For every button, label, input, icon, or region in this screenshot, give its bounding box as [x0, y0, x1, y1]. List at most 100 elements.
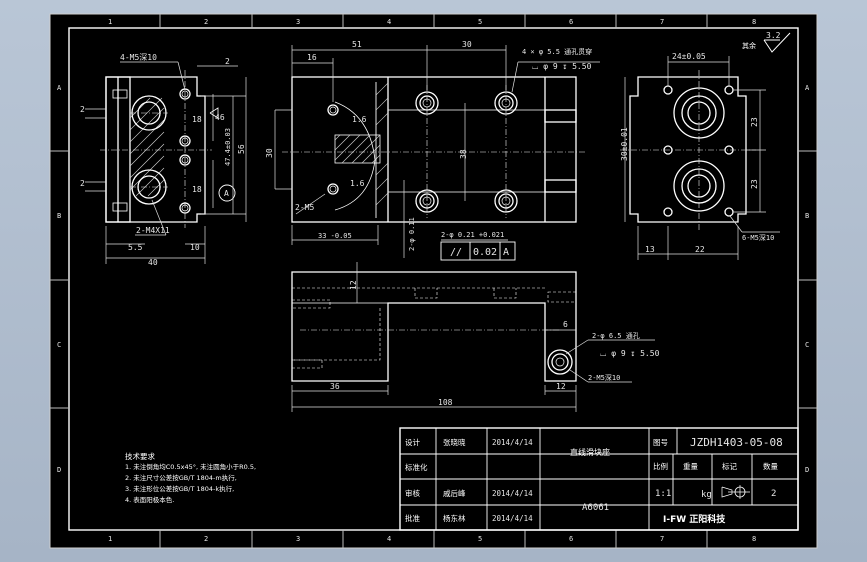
- tb-mark-label: 标记: [722, 461, 737, 471]
- notes-line-1: 1. 未注倒角均C0.5x45°, 未注圆角小于R0.5,: [125, 462, 256, 471]
- zone-top-1: 1: [108, 18, 112, 26]
- tb-row1-date: 2014/4/14: [492, 438, 533, 447]
- dim-6: 6: [563, 320, 568, 329]
- zone-top-7: 7: [660, 18, 664, 26]
- dim-hole-note: 4 × φ 5.5 通孔贯穿: [522, 47, 592, 56]
- zone-top-4: 4: [387, 18, 391, 26]
- dim-1-6-b: 1.6: [350, 179, 365, 188]
- tb-row2-label: 标准化: [405, 462, 428, 472]
- dim-2m5-bottom: 2-M5深10: [588, 373, 620, 382]
- tb-drawing-no-label: 图号: [653, 438, 668, 447]
- dim-40: 40: [148, 258, 158, 267]
- tb-material: A6061: [582, 503, 609, 513]
- tb-company: I-FW 正阳科技: [663, 513, 726, 525]
- right-view-dims: 24±0.05 30±0.01 23 23 13 22 6-M5深10: [620, 52, 774, 254]
- tol-value: 0.02: [473, 247, 497, 258]
- zone-top-3: 3: [296, 18, 300, 26]
- dim-6m5: 6-M5深10: [742, 233, 774, 242]
- dim-cbore-front: ⌴ φ 9 ↧ 5.50: [532, 62, 592, 71]
- dim-5-5: 5.5: [128, 243, 143, 252]
- tb-scale-label: 比例: [653, 461, 668, 471]
- tb-row3-name: 戚后峰: [443, 488, 466, 498]
- notes-line-3: 3. 未注形位公差按GB/T 1804-k执行,: [125, 484, 234, 493]
- datum-a-label: A: [224, 189, 229, 198]
- tb-drawing-no: JZDH1403-05-08: [690, 436, 783, 449]
- zone-right-a: A: [805, 84, 810, 92]
- zone-top-6: 6: [569, 18, 573, 26]
- zone-top-2: 2: [204, 18, 208, 26]
- zone-right-c: C: [805, 341, 809, 349]
- dim-23-b: 23: [750, 179, 759, 189]
- zone-bottom-1: 1: [108, 535, 112, 543]
- roughness-symbol: 3.2 其余: [742, 31, 791, 53]
- zone-right-b: B: [805, 212, 809, 220]
- notes-line-4: 4. 表面阳极本色.: [125, 495, 174, 504]
- dim-cbore-bottom: ⌴ φ 9 ↧ 5.50: [600, 349, 660, 358]
- dim-30-top: 30: [462, 40, 472, 49]
- zone-left-b: B: [57, 212, 61, 220]
- dim-46: 46: [215, 113, 225, 122]
- zone-labels: 1 2 3 4 5 6 7 8 1 2 3 4 5 6 7 8 A B C D …: [57, 18, 810, 543]
- dim-2-011: 2-φ 0.11: [408, 217, 416, 251]
- left-view-dims: 4-M5深10 2 2 2 18 18 46 47.4±0.03 56 A 2-…: [80, 53, 246, 267]
- title-block: [399, 427, 799, 531]
- dim-2-65: 2-φ 6.5 通孔: [592, 331, 640, 340]
- tb-scale-value: 1:1: [655, 489, 671, 499]
- bottom-view: [291, 262, 655, 412]
- dim-1-6-a: 1.6: [352, 115, 367, 124]
- dim-38: 38: [459, 149, 468, 159]
- zone-bottom-3: 3: [296, 535, 300, 543]
- dim-2m5-front: 2-M5: [295, 203, 314, 212]
- tb-row4-name: 杨东林: [443, 513, 466, 523]
- zone-right-d: D: [805, 466, 809, 474]
- roughness-value: 3.2: [766, 31, 781, 40]
- zone-bottom-6: 6: [569, 535, 573, 543]
- dim-56: 56: [237, 144, 246, 154]
- zone-top-8: 8: [752, 18, 756, 26]
- dim-4m5-depth: 4-M5深10: [120, 53, 157, 62]
- zone-bottom-8: 8: [752, 535, 756, 543]
- tb-row4-date: 2014/4/14: [492, 514, 533, 523]
- dim-2-top: 2: [225, 57, 230, 66]
- zone-left-c: C: [57, 341, 61, 349]
- zone-left-a: A: [57, 84, 62, 92]
- front-view-dims: 51 30 16 4 × φ 5.5 通孔贯穿 ⌴ φ 9 ↧ 5.50 1.6…: [265, 40, 592, 258]
- tb-row3-date: 2014/4/14: [492, 489, 533, 498]
- roughness-note: 其余: [742, 41, 756, 50]
- zone-bottom-7: 7: [660, 535, 664, 543]
- tb-row3-label: 审核: [405, 488, 420, 498]
- dim-18-b: 18: [192, 185, 202, 194]
- dim-23-a: 23: [750, 117, 759, 127]
- dim-2-left-a: 2: [80, 105, 85, 114]
- dim-18-a: 18: [192, 115, 202, 124]
- dim-47-4: 47.4±0.03: [224, 128, 232, 166]
- zone-bottom-2: 2: [204, 535, 208, 543]
- dim-12-top: 12: [349, 280, 358, 290]
- right-view: [620, 56, 780, 260]
- dim-12-bottom: 12: [556, 382, 566, 391]
- dim-51: 51: [352, 40, 362, 49]
- tb-weight-unit: kg: [701, 490, 712, 500]
- notes-line-2: 2. 未注尺寸公差按GB/T 1804-m执行,: [125, 473, 237, 482]
- zone-top-5: 5: [478, 18, 482, 26]
- tb-row4-label: 批准: [405, 513, 420, 523]
- dim-24: 24±0.05: [672, 52, 706, 61]
- tol-datum: A: [503, 247, 509, 258]
- left-view: [85, 61, 247, 264]
- tol-parallel: //: [450, 247, 462, 258]
- front-view: [274, 45, 600, 261]
- bottom-view-dims: 12 6 2-φ 6.5 通孔 ⌴ φ 9 ↧ 5.50 2-M5深10 36 …: [330, 280, 660, 407]
- dim-13: 13: [645, 245, 655, 254]
- tb-part-name: 直线滑块座: [570, 447, 610, 457]
- tb-qty-value: 2: [771, 489, 776, 499]
- dim-30-right: 30±0.01: [620, 127, 629, 161]
- tb-qty-label: 数量: [763, 461, 778, 471]
- dim-2-left-b: 2: [80, 179, 85, 188]
- tb-row1-name: 张晓晓: [443, 437, 466, 447]
- technical-notes: 技术要求 1. 未注倒角均C0.5x45°, 未注圆角小于R0.5, 2. 未注…: [125, 451, 256, 504]
- zone-bottom-5: 5: [478, 535, 482, 543]
- tb-row1-label: 设计: [405, 437, 420, 447]
- dim-2m4: 2-M4X11: [136, 226, 170, 235]
- zone-ticks: [50, 14, 817, 548]
